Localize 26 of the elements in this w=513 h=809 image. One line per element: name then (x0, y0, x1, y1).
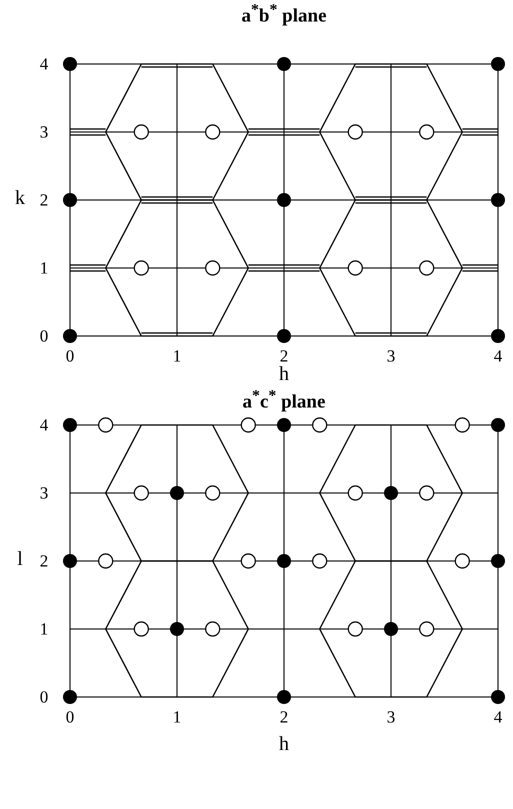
tick-label: 1 (172, 708, 182, 726)
tick-label: 0 (66, 708, 74, 726)
axis-label: l (17, 549, 23, 569)
axis-label: h (279, 364, 289, 384)
tick-label: 3 (40, 484, 48, 502)
tick-label: 4 (40, 416, 48, 434)
axis-label: h (279, 734, 289, 754)
tick-label: 3 (386, 348, 396, 364)
tick-label: 4 (494, 708, 502, 726)
tick-label: 0 (40, 328, 48, 344)
tick-label: 2 (40, 552, 48, 570)
tick-label: 1 (40, 620, 48, 638)
tick-label: 1 (40, 260, 48, 276)
tick-label: 2 (280, 708, 288, 726)
tick-label: 3 (40, 124, 48, 140)
panel-title: a$^{*}$b$^{*}$ plane (241, 2, 327, 26)
tick-label: 3 (386, 708, 396, 726)
panel-title: a$^{*}$c$^{*}$ plane (242, 388, 326, 412)
tick-label: 2 (40, 192, 48, 208)
axis-label: k (15, 188, 25, 208)
tick-label: 0 (40, 688, 48, 706)
tick-label: 0 (66, 348, 74, 364)
tick-label: 2 (280, 348, 288, 364)
tick-label: 1 (172, 348, 182, 364)
tick-label: 4 (494, 348, 502, 364)
tick-label: 4 (40, 56, 48, 72)
